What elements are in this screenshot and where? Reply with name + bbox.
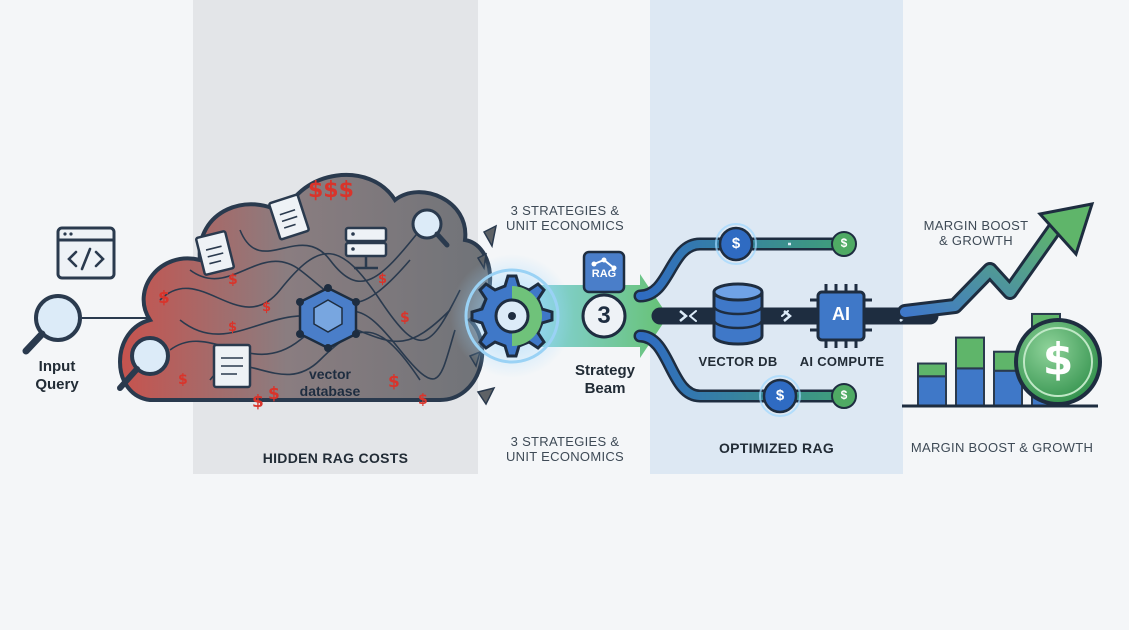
server-icon: [344, 226, 388, 270]
margin-boost-caption: MARGIN BOOST & GROWTH: [910, 440, 1094, 455]
beam-label-line1: Strategy: [574, 362, 636, 379]
cost-dollar: $: [252, 392, 264, 412]
cost-dollar: $: [158, 288, 170, 308]
strategies-bottom-line2: UNIT ECONOMICS: [505, 449, 625, 465]
rag-badge-text: RAG: [591, 268, 617, 280]
margin-top-line2: & GROWTH: [939, 233, 1013, 249]
magnifier-icon: [22, 294, 82, 355]
ai-chip-text: AI: [832, 304, 850, 324]
db-label-line1: vector: [308, 366, 352, 382]
strategy-number: 3: [597, 302, 611, 329]
strategy-beam-label: Strategy Beam: [560, 362, 650, 397]
growth-bar-lower: [917, 375, 947, 408]
strategy-number-badge: [581, 293, 627, 339]
cost-dollar: $: [418, 392, 428, 408]
pipe-coin: [831, 231, 857, 257]
cost-dollar: $: [178, 372, 188, 388]
strategies-top-line2: UNIT ECONOMICS: [505, 218, 625, 234]
cost-dollar: $: [378, 272, 388, 287]
pipe-coin-symbol: $: [775, 387, 785, 404]
code-window-icon: [56, 226, 116, 280]
input-label-line2: Query: [35, 375, 79, 393]
growth-bar-upper: [955, 336, 985, 370]
input-label-line1: Input: [38, 358, 76, 375]
cost-dollar: $: [388, 372, 400, 392]
cost-dollar: $: [268, 384, 280, 404]
pipe-coin: [715, 223, 757, 265]
strategies-bottom-label: 3 STRATEGIES & UNIT ECONOMICS: [490, 434, 640, 465]
beam-label-line2: Beam: [584, 379, 626, 397]
vector-db-icon: [712, 282, 764, 346]
pipe-coin: [759, 375, 801, 417]
pipe-coin-symbol: $: [840, 388, 848, 402]
gear-icon: [464, 268, 560, 364]
pipes: [633, 237, 939, 403]
pipe-coin: [831, 383, 857, 409]
cost-dollar: $: [400, 310, 410, 326]
db-label-line2: database: [299, 382, 361, 399]
rag-badge: [582, 250, 626, 294]
hidden-costs-caption: HIDDEN RAG COSTS: [262, 450, 409, 466]
cost-dollar: $: [262, 300, 272, 315]
pipe-coin-symbol: $: [731, 235, 741, 252]
cost-dollar: $: [228, 320, 238, 335]
margin-boost-top-label: MARGIN BOOST & GROWTH: [906, 218, 1046, 249]
cost-dollar: $: [228, 272, 238, 288]
pipe-coin-symbol: $: [840, 236, 848, 250]
growth-coin: [1014, 318, 1102, 406]
magnifier-icon: [411, 208, 450, 248]
vector-db-label: VECTOR DB: [698, 354, 778, 369]
document-icon: [195, 230, 235, 276]
optimized-rag-caption: OPTIMIZED RAG: [718, 440, 835, 456]
magnifier-icon: [117, 336, 170, 391]
ai-chip-icon: [810, 284, 872, 348]
ai-compute-label: AI COMPUTE: [799, 354, 885, 369]
cost-dollars-top: $$$: [308, 178, 354, 203]
margin-top-line1: MARGIN BOOST: [923, 218, 1029, 233]
document-icon: [268, 193, 310, 241]
growth-coin-symbol: $: [1042, 334, 1074, 385]
growth-bar-lower: [955, 367, 985, 407]
strategies-top-line1: 3 STRATEGIES &: [510, 203, 620, 218]
vector-database-icon: [296, 284, 360, 352]
input-query-label: Input Query: [14, 358, 100, 393]
vector-database-label: vector database: [280, 366, 380, 399]
strategies-bottom-line1: 3 STRATEGIES &: [510, 434, 620, 449]
strategies-top-label: 3 STRATEGIES & UNIT ECONOMICS: [490, 203, 640, 234]
document-icon: [212, 343, 252, 389]
growth-bar-upper: [917, 362, 947, 378]
growth-arrow: [897, 202, 1095, 320]
